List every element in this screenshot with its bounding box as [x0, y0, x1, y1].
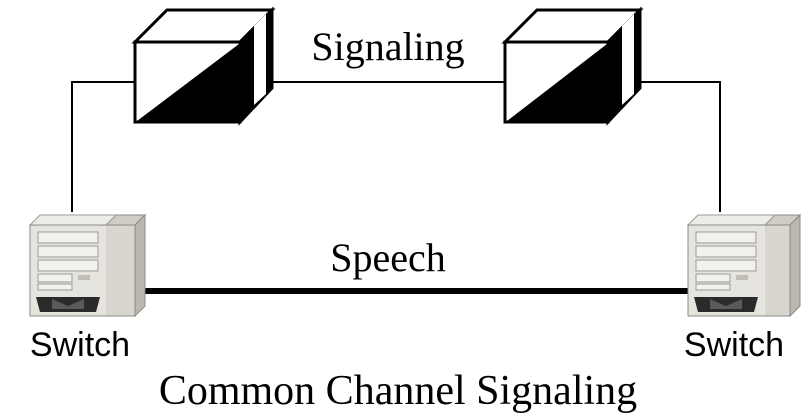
- right-switch-label: Switch: [684, 326, 784, 364]
- signaling-link-left: [71, 81, 135, 212]
- signaling-node-right: [501, 6, 644, 126]
- signaling-node-left: [131, 6, 276, 126]
- diagram-title: Common Channel Signaling: [159, 368, 637, 414]
- signaling-link-right: [640, 81, 721, 212]
- switch-left: [28, 213, 147, 318]
- signaling-links: [71, 81, 721, 212]
- signaling-label: Signaling: [311, 24, 464, 69]
- switch-right: [686, 213, 802, 318]
- speech-label: Speech: [330, 235, 446, 280]
- left-switch-label: Switch: [30, 326, 130, 364]
